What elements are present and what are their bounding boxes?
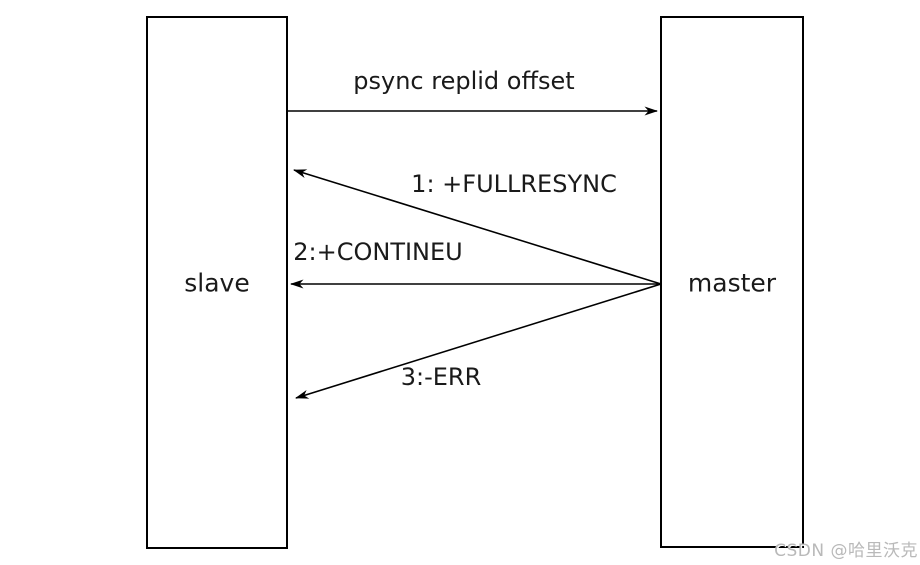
err-arrow [295,283,662,399]
slave-node-box [146,16,288,549]
fullresync-arrow [293,169,662,285]
psync-arrow-label: psync replid offset [353,67,574,95]
master-node-box [660,16,804,548]
master-node-label: master [688,269,777,298]
continue-arrow-label: 2:+CONTINEU [293,238,463,266]
err-arrow-label: 3:-ERR [401,363,482,391]
fullresync-arrow-label: 1: +FULLRESYNC [411,170,617,198]
csdn-watermark: CSDN @哈里沃克 [774,541,918,561]
slave-node-label: slave [184,269,249,298]
